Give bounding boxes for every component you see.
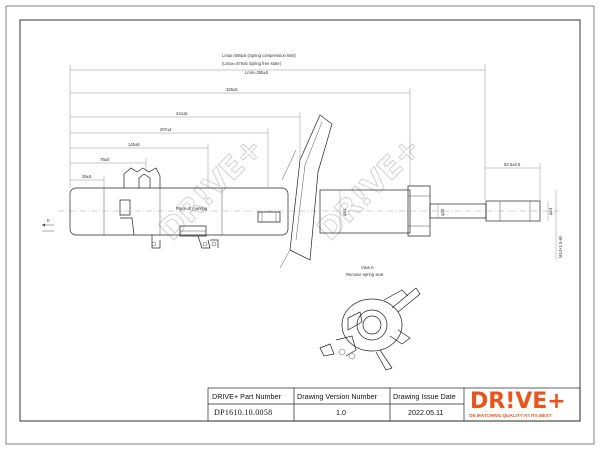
dim-78: 78±5 xyxy=(100,157,110,162)
view-k-bore xyxy=(362,315,382,335)
dim-phi51: φ51 xyxy=(342,208,347,216)
view-k-ring xyxy=(356,309,388,341)
view-k-label: View K xyxy=(361,265,374,270)
rod-thread xyxy=(485,200,541,222)
dim-lmax: Lmax=506±5 (Spring compression limit) xyxy=(222,53,296,58)
dim-thread: M14×1.5-6h xyxy=(558,235,563,258)
dimension-lines xyxy=(69,64,557,260)
logo-wordmark: DR!VE+ xyxy=(470,389,566,414)
view-k: View K Remove spring seat xyxy=(319,265,421,371)
title-block: DRIVE+ Part Number Drawing Version Numbe… xyxy=(207,387,581,422)
tb-part-number: DP1610.10.0058 xyxy=(214,408,272,417)
dim-39: 39±5 xyxy=(82,174,92,179)
dim-lmin: Lmin=355±5 xyxy=(245,70,269,75)
dim-lmax-free: (Lmax=479±5 Spring free state) xyxy=(222,61,282,66)
section-k-marker: K xyxy=(42,218,54,232)
strut-assembly: Place of marking xyxy=(69,114,541,269)
view-k-outer-ellipse xyxy=(341,298,403,352)
dim-62: 62.5±0.5 xyxy=(504,162,521,167)
dim-328: 328±5 xyxy=(226,87,238,92)
top-mount xyxy=(407,185,431,237)
tb-version-value: 1.0 xyxy=(336,408,346,417)
logo-tagline: OE MATCHING QUALITY AT ITS BEST xyxy=(469,413,552,418)
tb-header-part: DRIVE+ Part Number xyxy=(212,392,282,401)
tb-header-version: Drawing Version Number xyxy=(297,392,378,401)
remove-seat-label: Remove spring seat xyxy=(346,272,384,277)
place-marking-text: Place of marking xyxy=(176,206,208,211)
dimension-labels: Lmax=506±5 (Spring compression limit) (L… xyxy=(82,53,563,258)
dim-145: 145±5 xyxy=(128,142,140,147)
dim-207: 207±4 xyxy=(160,127,172,132)
upper-tube xyxy=(319,189,411,234)
tb-date-value: 2022.05.11 xyxy=(408,408,443,417)
spring-seat-ring xyxy=(257,211,281,223)
strut-cylinder xyxy=(69,187,289,236)
place-marking-label: Place of marking xyxy=(176,206,208,211)
knuckle-bracket xyxy=(119,167,219,249)
dim-phi20: φ20 xyxy=(440,208,445,216)
outer-border xyxy=(5,5,595,445)
watermark-2: DR!VE+ xyxy=(311,131,428,248)
tb-header-date: Drawing Issue Date xyxy=(393,392,456,401)
drive-plus-logo: DR!VE+ OE MATCHING QUALITY AT ITS BEST xyxy=(469,389,566,418)
dim-phi13: φ13 xyxy=(548,207,553,215)
dim-244: 244±5 xyxy=(176,111,188,116)
section-k-label: K xyxy=(47,218,50,223)
